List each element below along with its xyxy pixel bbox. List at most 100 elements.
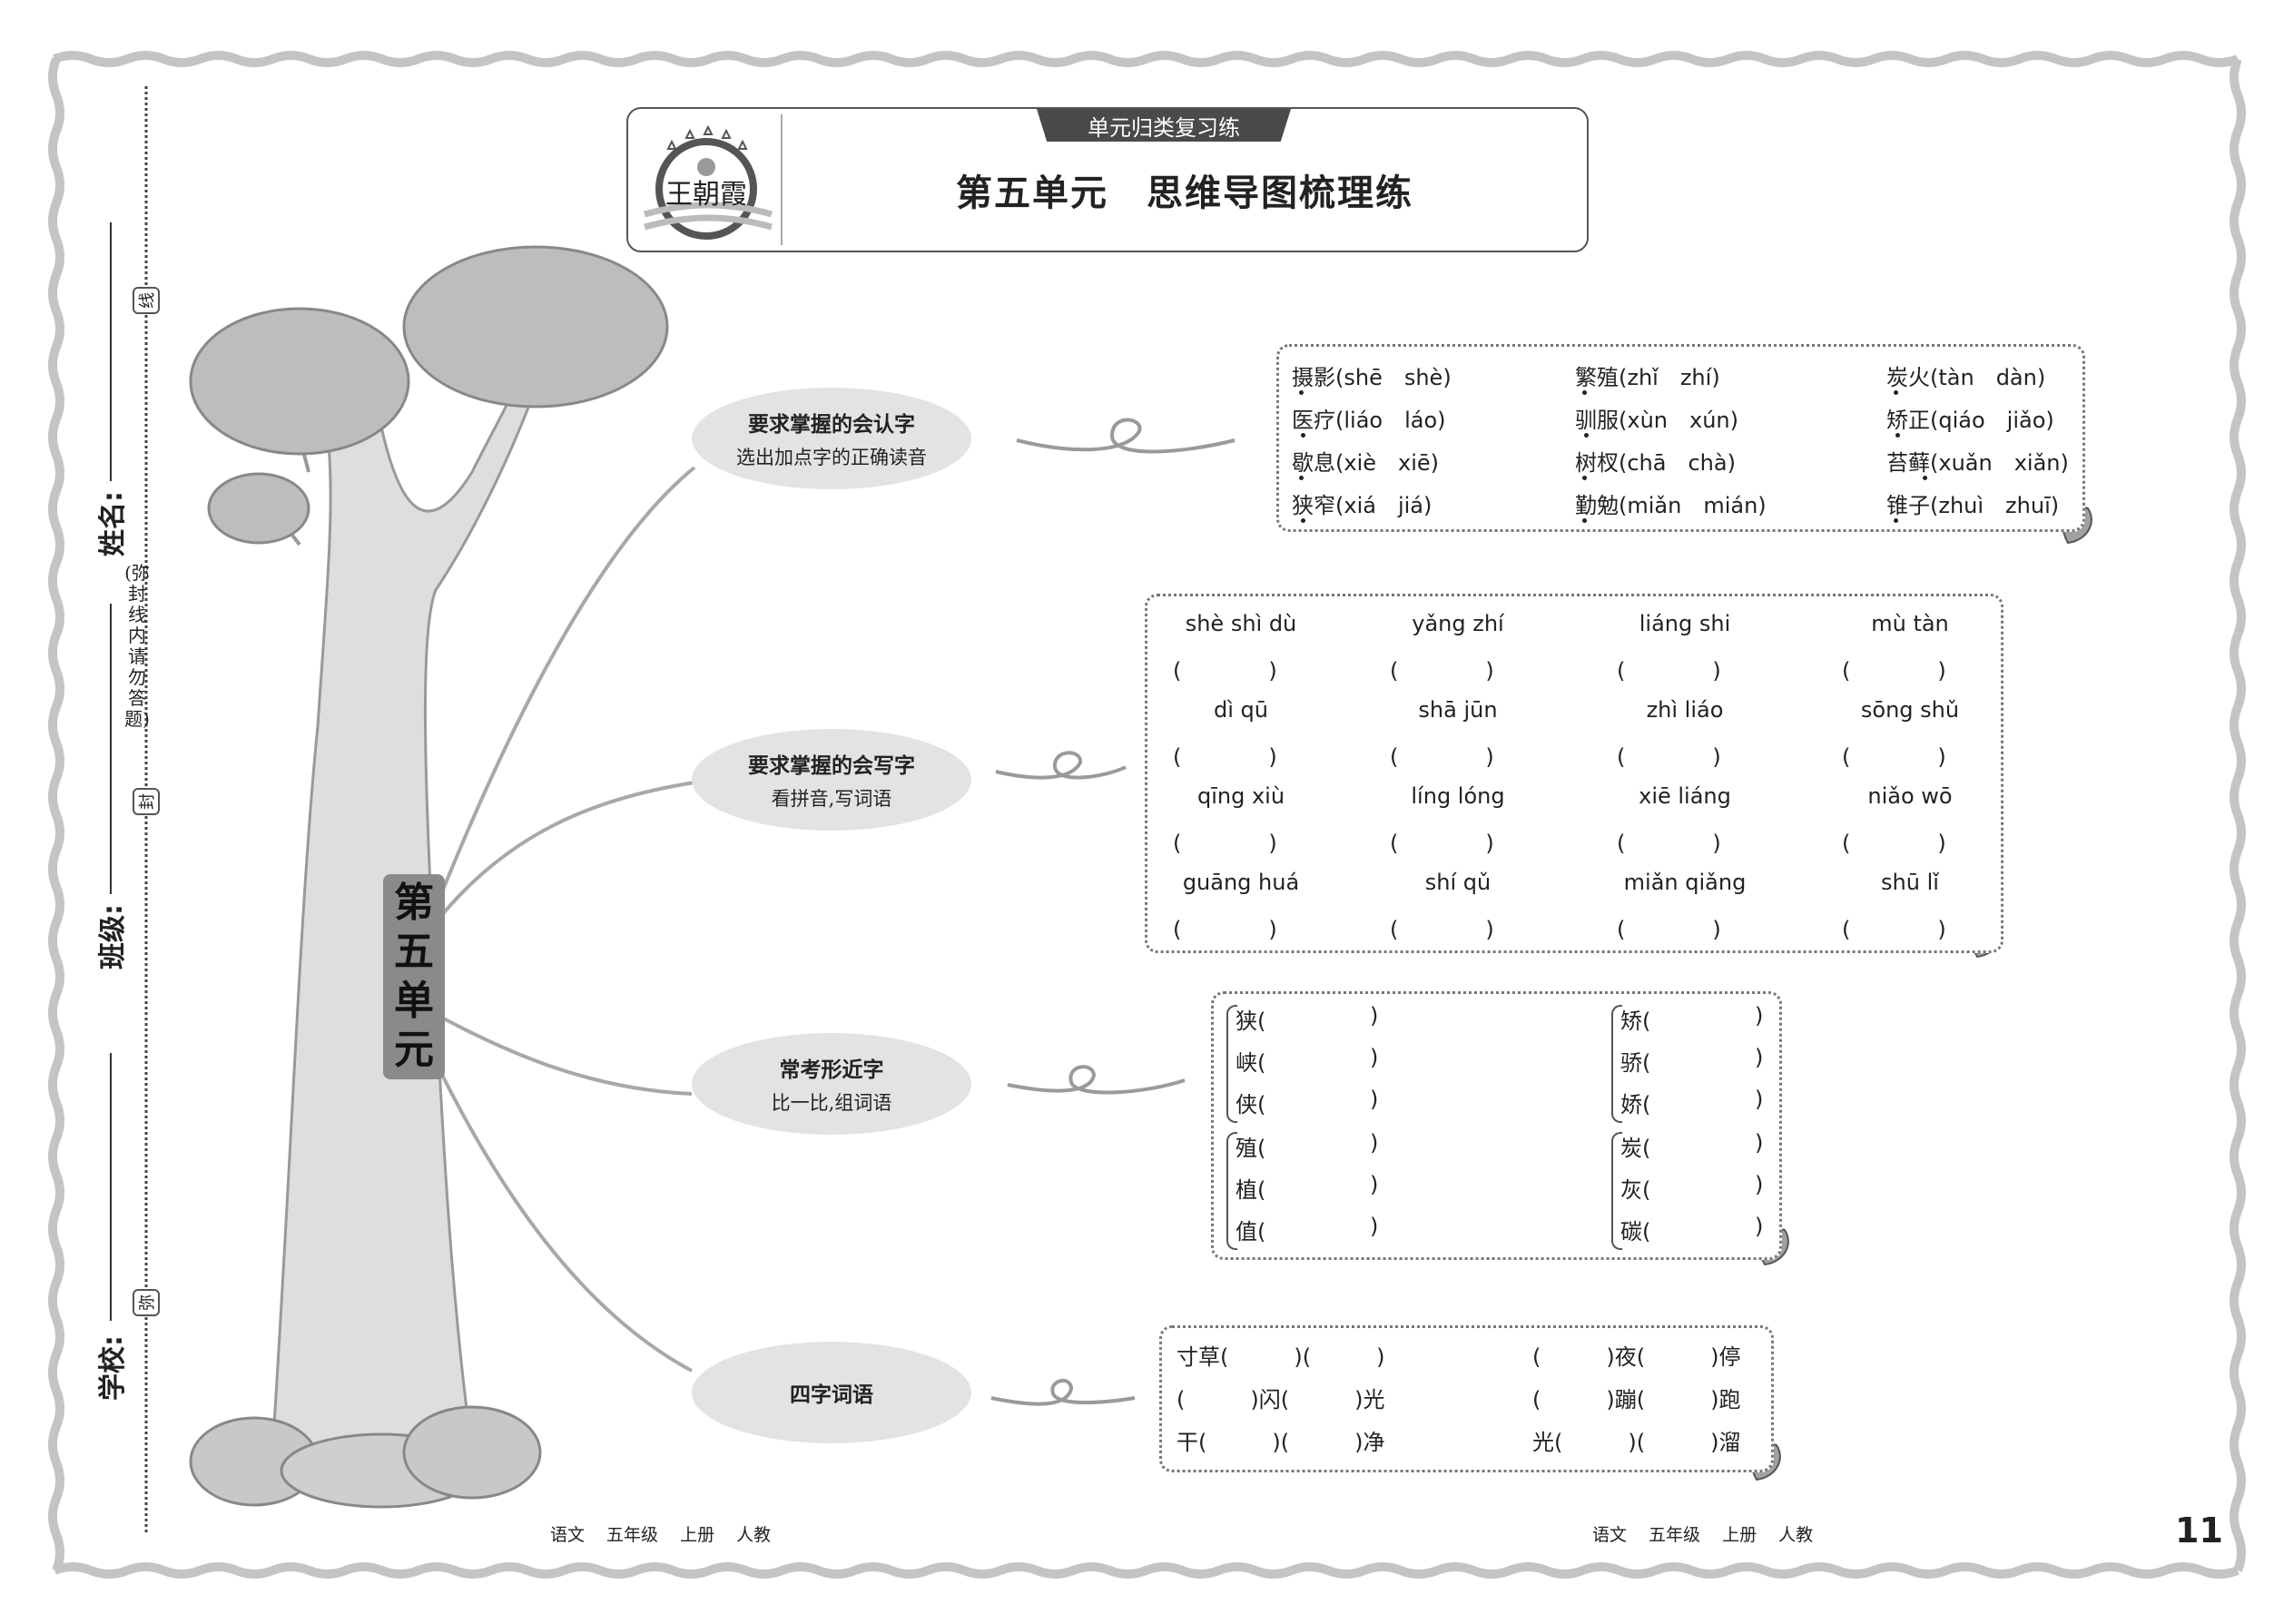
answer-close-paren[interactable]: ) (1370, 1087, 1379, 1112)
header-banner: 王朝霞 单元归类复习练 第五单元 思维导图梳理练 (626, 107, 1589, 252)
brace-icon (1226, 1132, 1237, 1250)
answer-blank[interactable]: ( ) (1390, 831, 1494, 856)
emphasis-dot-icon (1582, 476, 1587, 480)
pinyin-prompt: sōng shǔ (1860, 697, 1960, 723)
emphasis-dot-icon (1584, 433, 1589, 438)
pinyin-prompt: miǎn qiǎng (1623, 870, 1747, 895)
answer-close-paren[interactable]: ) (1755, 1172, 1764, 1197)
answer-idiom-row[interactable]: ( )夜( )停 (1532, 1344, 1741, 1370)
reading-item: 狭窄(xiá jiá) (1292, 493, 1433, 518)
node-write-chars: 要求掌握的会写字 看拼音,写词语 (692, 729, 971, 831)
answer-close-paren[interactable]: ) (1755, 1003, 1764, 1029)
similar-char: 矫( (1620, 1009, 1651, 1034)
answer-close-paren[interactable]: ) (1370, 1172, 1379, 1197)
similar-char: 植( (1236, 1177, 1266, 1203)
answer-blank[interactable]: ( ) (1390, 917, 1494, 942)
name-label: 姓名: (97, 491, 129, 556)
branch-lines (434, 466, 696, 1373)
reading-item: 锥子(zhuì zhuī) (1886, 493, 2060, 518)
answer-blank[interactable]: ( ) (1390, 744, 1494, 770)
footer-right: 语文 五年级 上册 人教 (1592, 1525, 1814, 1545)
node-title: 要求掌握的会写字 (748, 754, 915, 778)
reading-item: 树杈(chā chà) (1575, 450, 1736, 476)
seal-mark-feng: 封 (133, 788, 160, 815)
answer-blank[interactable]: ( ) (1390, 658, 1494, 684)
pinyin-prompt: mù tàn (1871, 611, 1949, 636)
page-title: 第五单元 思维导图梳理练 (956, 172, 1413, 214)
pinyin-prompt: yǎng zhí (1412, 611, 1504, 636)
wavy-page-frame (48, 51, 2246, 1579)
node-subtitle: 比一比,组词语 (771, 1092, 892, 1114)
idioms-box: 寸草( )( ) ( )闪( )光干( )( )净 ( )夜( )停 ( )蹦( )跑… (1159, 1325, 1774, 1472)
answer-idiom-row[interactable]: 干( )( )净 (1177, 1430, 1385, 1455)
answer-blank[interactable]: ( ) (1173, 744, 1277, 770)
emphasis-dot-icon (1894, 390, 1898, 395)
answer-blank[interactable]: ( ) (1842, 917, 1946, 942)
answer-close-paren[interactable]: ) (1755, 1130, 1764, 1156)
brace-icon (1611, 1005, 1622, 1123)
answer-blank[interactable]: ( ) (1842, 831, 1946, 856)
school-label: 学校: (97, 1335, 129, 1401)
trunk-label-char: 第 (394, 880, 434, 926)
answer-close-paren[interactable]: ) (1370, 1130, 1379, 1156)
emphasis-dot-icon (1301, 518, 1305, 523)
squiggle-connectors (990, 418, 1236, 1406)
answer-blank[interactable]: ( ) (1617, 917, 1721, 942)
seal-mark-xian: 线 (133, 287, 160, 314)
answer-idiom-row[interactable]: ( )蹦( )跑 (1532, 1387, 1741, 1412)
answer-blank[interactable]: ( ) (1842, 744, 1946, 770)
answer-close-paren[interactable]: ) (1755, 1087, 1764, 1112)
similar-char: 狭( (1236, 1009, 1266, 1034)
answer-blank[interactable]: ( ) (1617, 744, 1721, 770)
pinyin-prompt: shā jūn (1418, 697, 1498, 723)
similar-chars-box: 狭()峡()侠()殖()植()值()矫()骄()娇()炭()灰()碳() (1211, 991, 1782, 1260)
answer-close-paren[interactable]: ) (1755, 1214, 1764, 1239)
answer-idiom-row[interactable]: 光( )( )溜 (1532, 1430, 1741, 1455)
answer-blank[interactable]: ( ) (1173, 831, 1277, 856)
node-title: 要求掌握的会认字 (748, 413, 915, 437)
pinyin-prompt: shū lǐ (1881, 870, 1939, 895)
seal-mark-mi: 弥 (133, 1289, 160, 1316)
answer-close-paren[interactable]: ) (1370, 1003, 1379, 1029)
pinyin-prompt: guāng huá (1182, 870, 1300, 895)
reading-item: 繁殖(zhǐ zhí) (1575, 365, 1720, 390)
reading-exercise-box: 摄影(shē shè)繁殖(zhǐ zhí)炭火(tàn dàn)医疗(liáo… (1276, 344, 2085, 532)
pinyin-prompt: líng lóng (1411, 783, 1505, 809)
similar-char: 侠( (1236, 1092, 1266, 1117)
node-title: 四字词语 (790, 1383, 873, 1407)
answer-idiom-row[interactable]: 寸草( )( ) (1177, 1344, 1385, 1370)
answer-idiom-row[interactable]: ( )闪( )光 (1177, 1387, 1385, 1412)
pinyin-prompt: niǎo wō (1867, 783, 1953, 809)
footer-left: 语文 五年级 上册 人教 (550, 1525, 772, 1545)
publisher-logo: 王朝霞 (635, 114, 783, 245)
node-subtitle: 看拼音,写词语 (771, 788, 892, 810)
similar-char: 碳( (1620, 1219, 1651, 1245)
answer-blank[interactable]: ( ) (1842, 658, 1946, 684)
answer-blank[interactable]: ( ) (1173, 658, 1277, 684)
similar-char: 娇( (1620, 1092, 1651, 1117)
emphasis-dot-icon (1299, 390, 1304, 395)
reading-item: 苔藓(xuǎn xiǎn) (1886, 450, 2069, 476)
pinyin-prompt: xiē liáng (1639, 783, 1731, 809)
emphasis-dot-icon (1894, 518, 1898, 523)
answer-close-paren[interactable]: ) (1370, 1045, 1379, 1070)
answer-blank[interactable]: ( ) (1173, 917, 1277, 942)
answer-blank[interactable]: ( ) (1617, 831, 1721, 856)
svg-text:王朝霞: 王朝霞 (665, 179, 747, 211)
emphasis-dot-icon (1299, 476, 1304, 480)
answer-close-paren[interactable]: ) (1370, 1214, 1379, 1239)
reading-item: 摄影(shē shè) (1292, 365, 1452, 390)
pinyin-prompt: shí qǔ (1424, 870, 1492, 895)
writing-exercise-box: shè shì dù( )yǎng zhí( )liáng shi( )mù t… (1145, 594, 2004, 953)
similar-char: 值( (1236, 1219, 1266, 1245)
answer-close-paren[interactable]: ) (1755, 1045, 1764, 1070)
reading-item: 驯服(xùn xún) (1575, 408, 1738, 433)
node-similar-chars: 常考形近字 比一比,组词语 (692, 1033, 971, 1135)
similar-char: 灰( (1620, 1177, 1651, 1203)
pinyin-prompt: shè shì dù (1185, 611, 1297, 636)
node-title: 常考形近字 (779, 1058, 884, 1082)
answer-blank[interactable]: ( ) (1617, 658, 1721, 684)
seal-note: (弥封线内请勿答题) (124, 562, 150, 730)
trunk-label-char: 单 (394, 978, 434, 1024)
reading-item: 勤勉(miǎn mián) (1575, 493, 1767, 518)
